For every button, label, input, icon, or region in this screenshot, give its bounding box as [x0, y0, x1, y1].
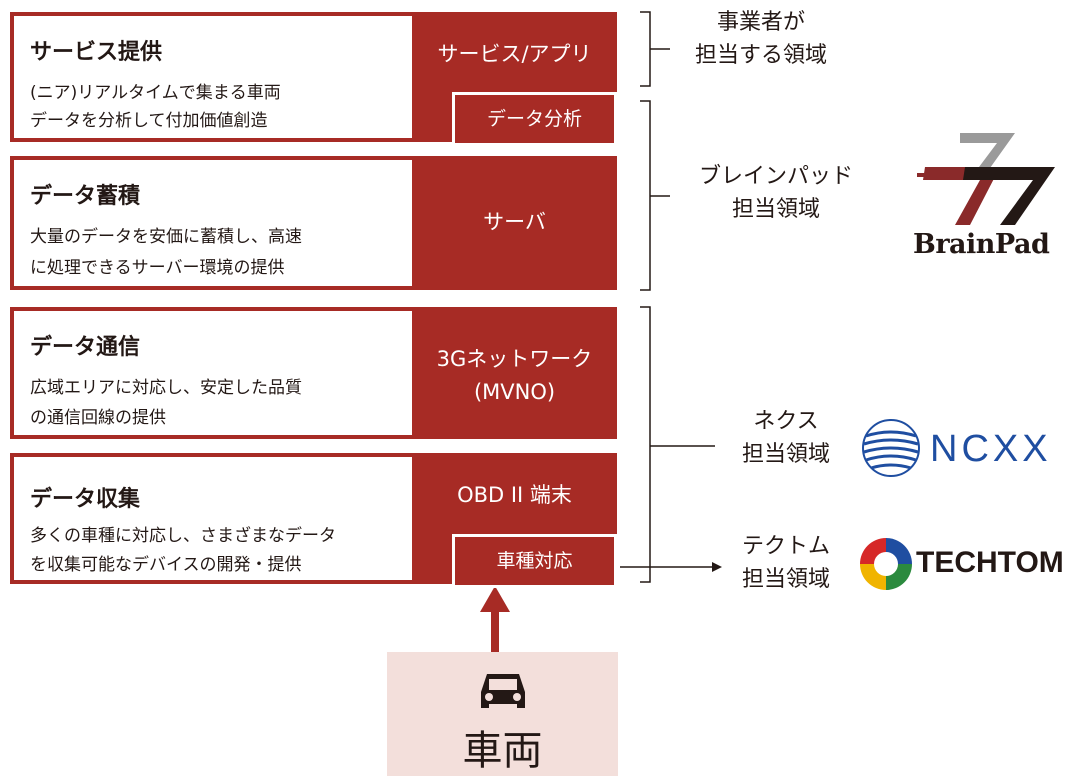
layer-tech: サーバ [483, 210, 546, 234]
label-line: 事業者が [716, 10, 805, 35]
ncxx-wordmark: NCXX [930, 428, 1052, 470]
upload-arrow [480, 586, 510, 652]
layer-title: データ通信 [30, 335, 141, 360]
techtom-wordmark: TECHTOM [916, 546, 1064, 579]
layer-collection: データ収集 多くの車種に対応し、さまざまなデータ を収集可能なデバイスの開発・提… [10, 453, 617, 584]
label-line: ブレインパッド [698, 164, 853, 189]
layer-tech: (MVNO) [473, 380, 556, 404]
tag-vehicle-support: 車種対応 [452, 534, 617, 588]
layer-title: データ蓄積 [30, 184, 141, 209]
layer-desc-box: データ収集 多くの車種に対応し、さまざまなデータ を収集可能なデバイスの開発・提… [14, 457, 412, 580]
bracket-operator [640, 11, 651, 87]
techtom-ring-icon [860, 538, 912, 590]
layer-desc-line: 広域エリアに対応し、安定した品質 [30, 378, 302, 398]
vehicle-box: 車両 [387, 652, 618, 776]
techtom-arrow [620, 562, 722, 572]
layer-desc-line: 大量のデータを安価に蓄積し、高速 [30, 227, 302, 247]
brainpad-mark-icon [917, 133, 1055, 225]
label-ncxx: ネクス 担当領域 [716, 405, 856, 471]
brainpad-logo: BrainPad [905, 125, 1065, 265]
label-line: ネクス [753, 409, 819, 434]
layer-desc-line: データを分析して付加価値創造 [30, 111, 268, 131]
layer-desc-line: に処理できるサーバー環境の提供 [30, 258, 285, 278]
layer-storage: データ蓄積 大量のデータを安価に蓄積し、高速 に処理できるサーバー環境の提供 サ… [10, 156, 617, 290]
techtom-logo: TECHTOM [858, 536, 1078, 596]
layer-desc-line: 多くの車種に対応し、さまざまなデータ [30, 526, 336, 546]
bracket-brainpad [640, 100, 651, 291]
car-icon [481, 674, 525, 708]
layer-service: サービス提供 (ニア)リアルタイムで集まる車両 データを分析して付加価値創造 サ… [10, 12, 617, 142]
vehicle-label: 車両 [462, 728, 543, 774]
brainpad-wordmark: BrainPad [913, 229, 1050, 260]
ncxx-logo: NCXX [860, 418, 1075, 478]
ncxx-globe-icon [862, 419, 920, 477]
label-techtom: テクトム 担当領域 [716, 530, 856, 596]
layer-title: サービス提供 [30, 40, 163, 65]
label-line: 担当する領域 [694, 43, 827, 68]
layer-desc-line: (ニア)リアルタイムで集まる車両 [30, 83, 281, 103]
layer-desc-line: の通信回線の提供 [30, 408, 166, 428]
tag-data-analysis: データ分析 [452, 92, 617, 146]
label-brainpad: ブレインパッド 担当領域 [676, 160, 876, 226]
layer-communication: データ通信 広域エリアに対応し、安定した品質 の通信回線の提供 3Gネットワーク… [10, 307, 617, 439]
layer-tech: 3Gネットワーク [436, 347, 593, 371]
layer-title: データ収集 [30, 487, 141, 512]
label-line: 担当領域 [741, 567, 830, 592]
label-line: 担当領域 [741, 442, 830, 467]
label-line: テクトム [741, 534, 830, 559]
layer-desc-box: データ蓄積 大量のデータを安価に蓄積し、高速 に処理できるサーバー環境の提供 [14, 160, 412, 286]
label-operator: 事業者が 担当する領域 [676, 6, 846, 72]
layer-desc-box: データ通信 広域エリアに対応し、安定した品質 の通信回線の提供 [14, 311, 412, 435]
bracket-ncxx [640, 306, 651, 583]
label-line: 担当領域 [731, 197, 820, 222]
layer-desc-box: サービス提供 (ニア)リアルタイムで集まる車両 データを分析して付加価値創造 [14, 16, 412, 138]
layer-desc-line: を収集可能なデバイスの開発・提供 [30, 555, 302, 575]
layer-tech: OBD II 端末 [457, 483, 572, 507]
layer-tech: サービス/アプリ [437, 42, 592, 66]
